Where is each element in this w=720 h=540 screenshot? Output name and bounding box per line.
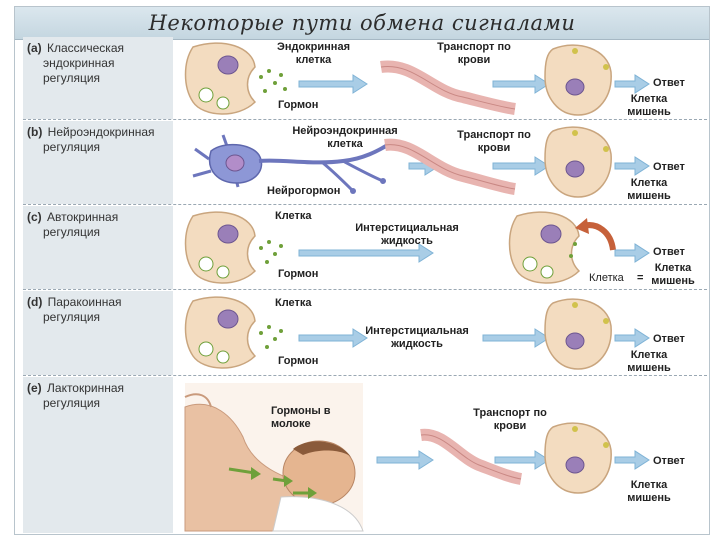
row-name-line1: Автокринная <box>47 210 119 224</box>
secretor-label: Нейроэндокринная клетка <box>292 125 398 150</box>
arrow-icon <box>614 156 650 176</box>
target-label: Клетка мишень <box>627 349 671 374</box>
target-cell <box>544 298 612 370</box>
row-name-line1: Классическая <box>47 41 124 55</box>
same-cell-label: Клетка <box>589 272 624 284</box>
row-c-scene <box>184 211 650 284</box>
secretor-label: Клетка <box>275 297 312 309</box>
row-code: (b) <box>27 125 43 139</box>
response-label: Ответ <box>653 246 685 258</box>
row-code: (d) <box>27 295 43 309</box>
arrow-icon <box>298 74 368 94</box>
same-cell <box>508 211 581 284</box>
transport-label: Транспорт по крови <box>473 407 547 432</box>
row-label-cell <box>23 206 173 289</box>
arrow-icon <box>482 328 550 348</box>
row-neuroendocrine: (b) Нейроэндокринная регуляция <box>23 121 707 204</box>
row-label-cell <box>23 37 173 119</box>
transport-label: Транспорт по крови <box>437 41 511 66</box>
row-name-line1: Лактокринная <box>47 381 125 395</box>
row-label: (а) Классическая эндокринная регуляция <box>27 41 173 86</box>
signal-label: Гормон <box>278 99 319 111</box>
signal-label: Гормон <box>278 268 319 280</box>
row-separator <box>23 375 707 376</box>
target-cell <box>544 422 612 494</box>
secreting-cell <box>184 211 257 284</box>
secretor-label: Эндокринная клетка <box>277 41 350 66</box>
row-lactocrine: (е) Лактокринная регуляция <box>23 377 707 533</box>
target-label: Клетка мишень <box>627 479 671 504</box>
arrow-icon <box>614 450 650 470</box>
row-code: (а) <box>27 41 42 55</box>
diagram-frame: Некоторые пути обмена сигналами (а) Клас… <box>14 6 710 535</box>
row-code: (c) <box>27 210 42 224</box>
response-label: Ответ <box>653 455 685 467</box>
blood-vessel-icon <box>380 60 516 115</box>
target-cell <box>544 126 612 198</box>
signal-label: Гормон <box>278 355 319 367</box>
row-label: (d) Паракоинная регуляция <box>27 295 173 325</box>
feedback-arrow-icon <box>575 218 616 251</box>
transport-label: Транспорт по крови <box>457 129 531 154</box>
row-name-line2: регуляция <box>43 310 101 324</box>
row-separator <box>23 289 707 290</box>
response-label: Ответ <box>653 77 685 89</box>
breastfeeding-illustration <box>184 383 364 532</box>
blood-vessel-icon <box>384 138 516 195</box>
secretor-label: Гормоны в молоке <box>271 405 331 430</box>
row-d-scene <box>184 296 650 370</box>
row-separator <box>23 204 707 205</box>
blood-vessel-icon <box>420 428 523 485</box>
title-band <box>15 7 709 40</box>
arrow-icon <box>492 74 550 94</box>
row-name-line2: регуляция <box>43 396 101 410</box>
arrow-icon <box>376 450 434 470</box>
row-name-line2: регуляция <box>43 225 101 239</box>
arrow-icon <box>298 243 434 263</box>
hormone-dots <box>259 240 283 264</box>
arrow-icon <box>614 328 650 348</box>
equals-sign: = <box>637 272 644 284</box>
row-name-line1: Паракоинная <box>47 295 122 309</box>
target-cell <box>544 44 612 116</box>
row-a-scene <box>184 42 650 116</box>
response-label: Ответ <box>653 333 685 345</box>
neuron-icon <box>192 134 394 194</box>
transport-label: Интерстициальная жидкость <box>355 222 459 247</box>
row-label-cell <box>23 121 173 204</box>
row-code: (е) <box>27 381 42 395</box>
row-paracrine: (d) Паракоинная регуляция <box>23 291 707 375</box>
hormone-dots <box>259 69 287 93</box>
hormone-dots <box>259 325 283 349</box>
row-label: (b) Нейроэндокринная регуляция <box>27 125 173 155</box>
row-label-cell <box>23 377 173 533</box>
row-autocrine: (c) Автокринная регуляция <box>23 206 707 289</box>
row-b-scene <box>192 126 650 198</box>
transport-label: Интерстициальная жидкость <box>365 325 469 350</box>
target-label: Клетка мишень <box>627 177 671 202</box>
secretor-label: Клетка <box>275 210 312 222</box>
diagram-title: Некоторые пути обмена сигналами <box>148 11 576 35</box>
row-name-line1: Нейроэндокринная <box>47 125 155 139</box>
row-separator <box>23 119 707 120</box>
row-label: (c) Автокринная регуляция <box>27 210 173 240</box>
row-label-cell <box>23 291 173 375</box>
row-name-line2: эндокринная регуляция <box>43 56 115 85</box>
signal-label: Нейрогормон <box>267 185 341 197</box>
row-label: (е) Лактокринная регуляция <box>27 381 173 411</box>
arrow-icon <box>494 450 550 470</box>
secreting-cell <box>184 42 257 115</box>
arrow-icon <box>614 243 650 263</box>
arrow-icon <box>614 74 650 94</box>
arrow-icon <box>298 328 368 348</box>
row-name-line2: регуляция <box>43 140 101 154</box>
target-label: Клетка мишень <box>651 262 695 287</box>
target-label: Клетка мишень <box>627 93 671 118</box>
row-e-scene <box>184 383 650 532</box>
response-label: Ответ <box>653 161 685 173</box>
secreting-cell <box>184 296 257 369</box>
arrow-icon <box>492 156 550 176</box>
row-classic-endocrine: (а) Классическая эндокринная регуляция <box>23 37 707 119</box>
